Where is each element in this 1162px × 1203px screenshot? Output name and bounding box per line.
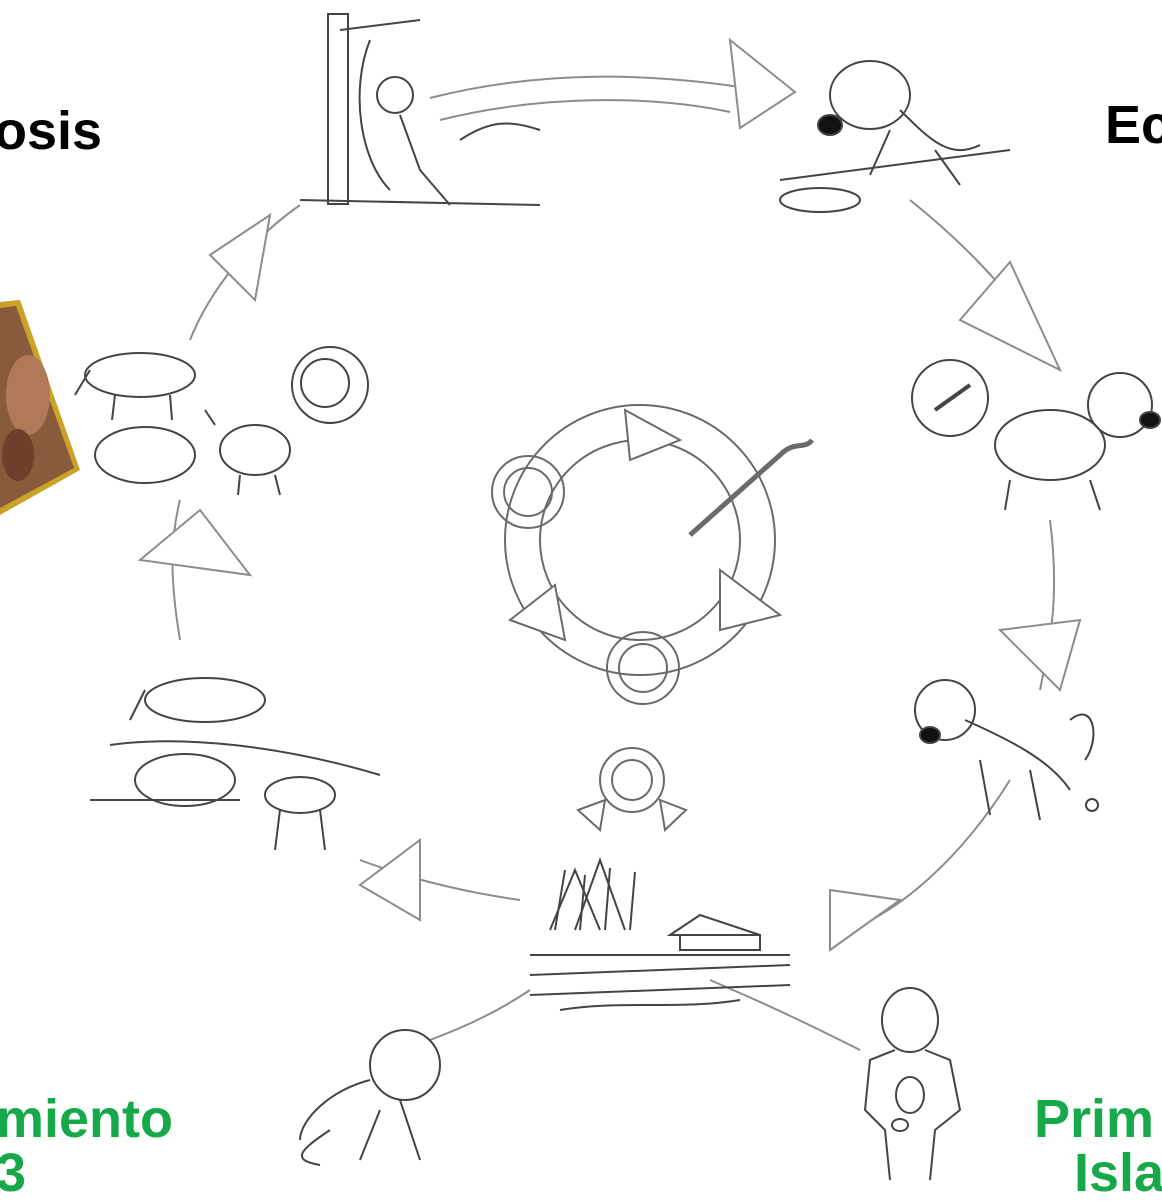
bottom-left-label-line1: miento [0, 1089, 174, 1149]
title-left-fragment: osis [0, 101, 103, 161]
bottom-right-label-line2: Isla [1074, 1143, 1162, 1203]
bottom-left-label-line2: 3 [0, 1143, 27, 1203]
crawling-child [299, 1029, 441, 1166]
child-with-cysts [863, 987, 962, 1181]
livestock-with-cysts [74, 346, 369, 496]
dog-defecating [914, 679, 1099, 821]
bottom-right-label-line1: Prim [1034, 1089, 1155, 1149]
farm-landscape [529, 857, 791, 1011]
livestock-grazing [90, 677, 381, 851]
slaughter-scene [299, 13, 541, 206]
outer-cycle-arrows [137, 37, 1082, 1051]
title-right-fragment: Ec [1105, 95, 1162, 155]
dog-eating-viscera [779, 60, 1011, 213]
inner-lifecycle [491, 404, 815, 833]
infected-organ-photo [0, 300, 80, 515]
dog-with-adult-worm [911, 359, 1161, 511]
